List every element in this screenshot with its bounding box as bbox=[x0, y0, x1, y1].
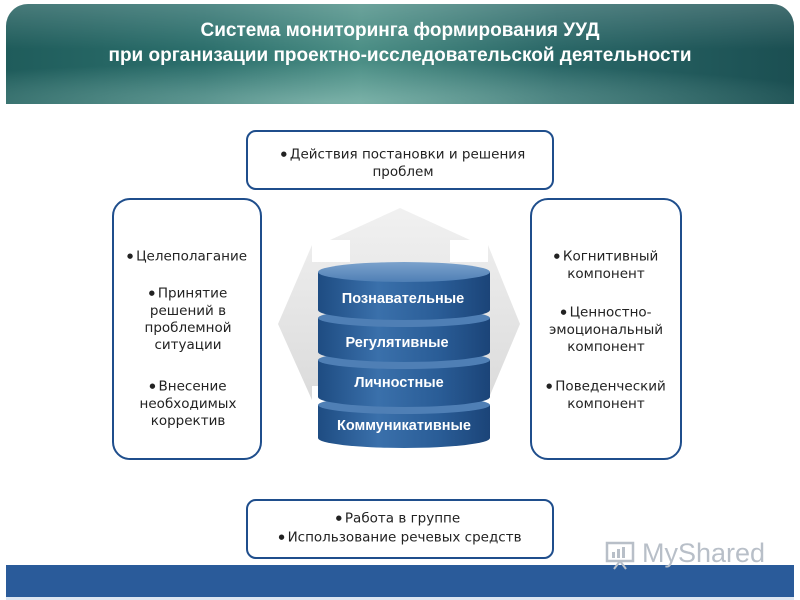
header-glow bbox=[6, 4, 794, 49]
bullet-icon: ● bbox=[546, 382, 553, 390]
left-box-item-1: ●Целеполагание bbox=[126, 248, 248, 265]
left-box: ●Целеполагание ●Принятие решений в пробл… bbox=[112, 198, 262, 460]
right-box-item-2: ●Ценностно-эмоциональный компонент bbox=[548, 304, 664, 355]
bullet-icon: ● bbox=[553, 252, 560, 260]
cylinder-label-4: Коммуникативные bbox=[337, 418, 471, 434]
myshared-logo: MyShared bbox=[604, 538, 774, 570]
footer-line bbox=[6, 597, 794, 600]
bottom-box: ●Работа в группе ●Использование речевых … bbox=[246, 499, 554, 559]
cylinder-layer-poznavatelnye bbox=[318, 262, 490, 320]
bullet-icon: ● bbox=[149, 382, 156, 390]
page-title-line-1: Система мониторинга формирования УУД bbox=[200, 20, 600, 41]
bottom-box-item-1: ●Работа в группе bbox=[335, 510, 461, 527]
top-box: ●Действия постановки и решения проблем bbox=[246, 130, 554, 190]
right-box-item-3: ●Поведенческий компонент bbox=[546, 378, 666, 412]
cylinder-label-2: Регулятивные bbox=[345, 335, 448, 351]
footer-bar bbox=[6, 565, 794, 597]
bullet-icon: ● bbox=[278, 533, 285, 541]
bullet-icon: ● bbox=[148, 289, 155, 297]
header-banner: Система мониторинга формирования УУД при… bbox=[6, 4, 794, 104]
cylinder-label-1: Познавательные bbox=[342, 291, 464, 307]
bottom-box-item-2: ●Использование речевых средств bbox=[278, 529, 522, 546]
bullet-icon: ● bbox=[280, 150, 287, 158]
bullet-icon: ● bbox=[335, 514, 342, 522]
bullet-icon: ● bbox=[560, 308, 567, 316]
page-title-line-2: при организации проектно-исследовательск… bbox=[108, 45, 692, 66]
left-box-item-2: ●Принятие решений в проблемной ситуации bbox=[144, 285, 232, 353]
right-box-item-1: ●Когнитивный компонент bbox=[553, 248, 659, 282]
logo-text: MyShared bbox=[642, 538, 766, 568]
bullet-icon: ● bbox=[126, 252, 134, 260]
presentation-board-icon bbox=[605, 541, 635, 570]
right-box: ●Когнитивный компонент ●Ценностно-эмоцио… bbox=[530, 198, 682, 460]
cylinder-label-3: Личностные bbox=[354, 375, 443, 391]
left-box-item-3: ●Внесение необходимых корректив bbox=[139, 378, 237, 429]
top-box-item: ●Действия постановки и решения проблем bbox=[280, 146, 526, 180]
header-highlight bbox=[6, 62, 794, 104]
